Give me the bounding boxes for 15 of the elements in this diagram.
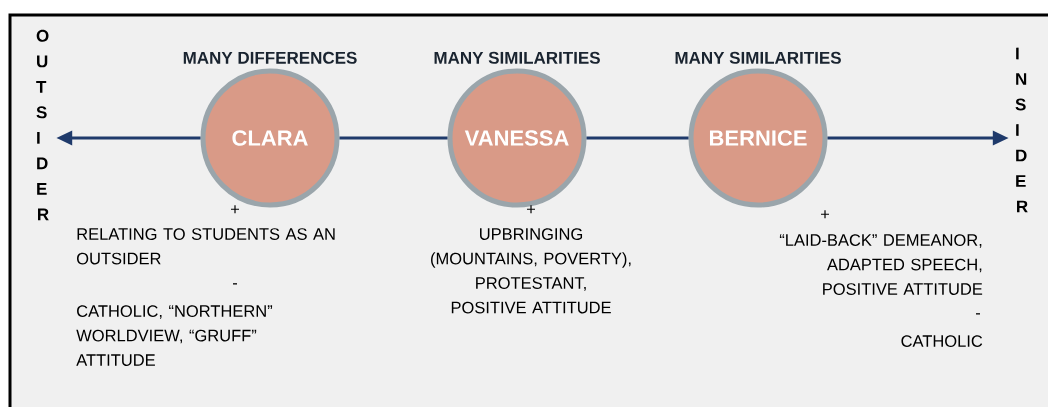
arc-caption: MANY SIMILARITIES [675, 51, 841, 64]
axis-label: INSIDER [1015, 47, 1028, 213]
trait-list: CATHOLIC [901, 335, 983, 347]
axis-label: OUTSIDER [36, 29, 49, 221]
arc-caption: MANY DIFFERENCES [183, 51, 357, 64]
trait-list: UPBRINGING (MOUNTAINS, POVERTY), PROTESTANT, POSITIVE ATTITUDE [431, 228, 631, 314]
trait-list: CATHOLIC, “NORTHERN” WORLDVIEW, “GRUFF” ATTITUDE [76, 305, 273, 366]
plus-sign: + [231, 205, 239, 214]
trait-list: RELATING TO STUDENTS AS AN OUTSIDER [77, 228, 335, 265]
trait-list: “LAID-BACK” DEMEANOR, ADAPTED SPEECH, POSITIVE ATTITUDE [779, 234, 983, 295]
plus-sign: + [821, 210, 829, 219]
arc-caption: MANY SIMILARITIES [434, 51, 600, 64]
minus-sign: - [233, 283, 238, 285]
plus-sign: + [527, 205, 535, 214]
minus-sign: - [976, 313, 981, 315]
